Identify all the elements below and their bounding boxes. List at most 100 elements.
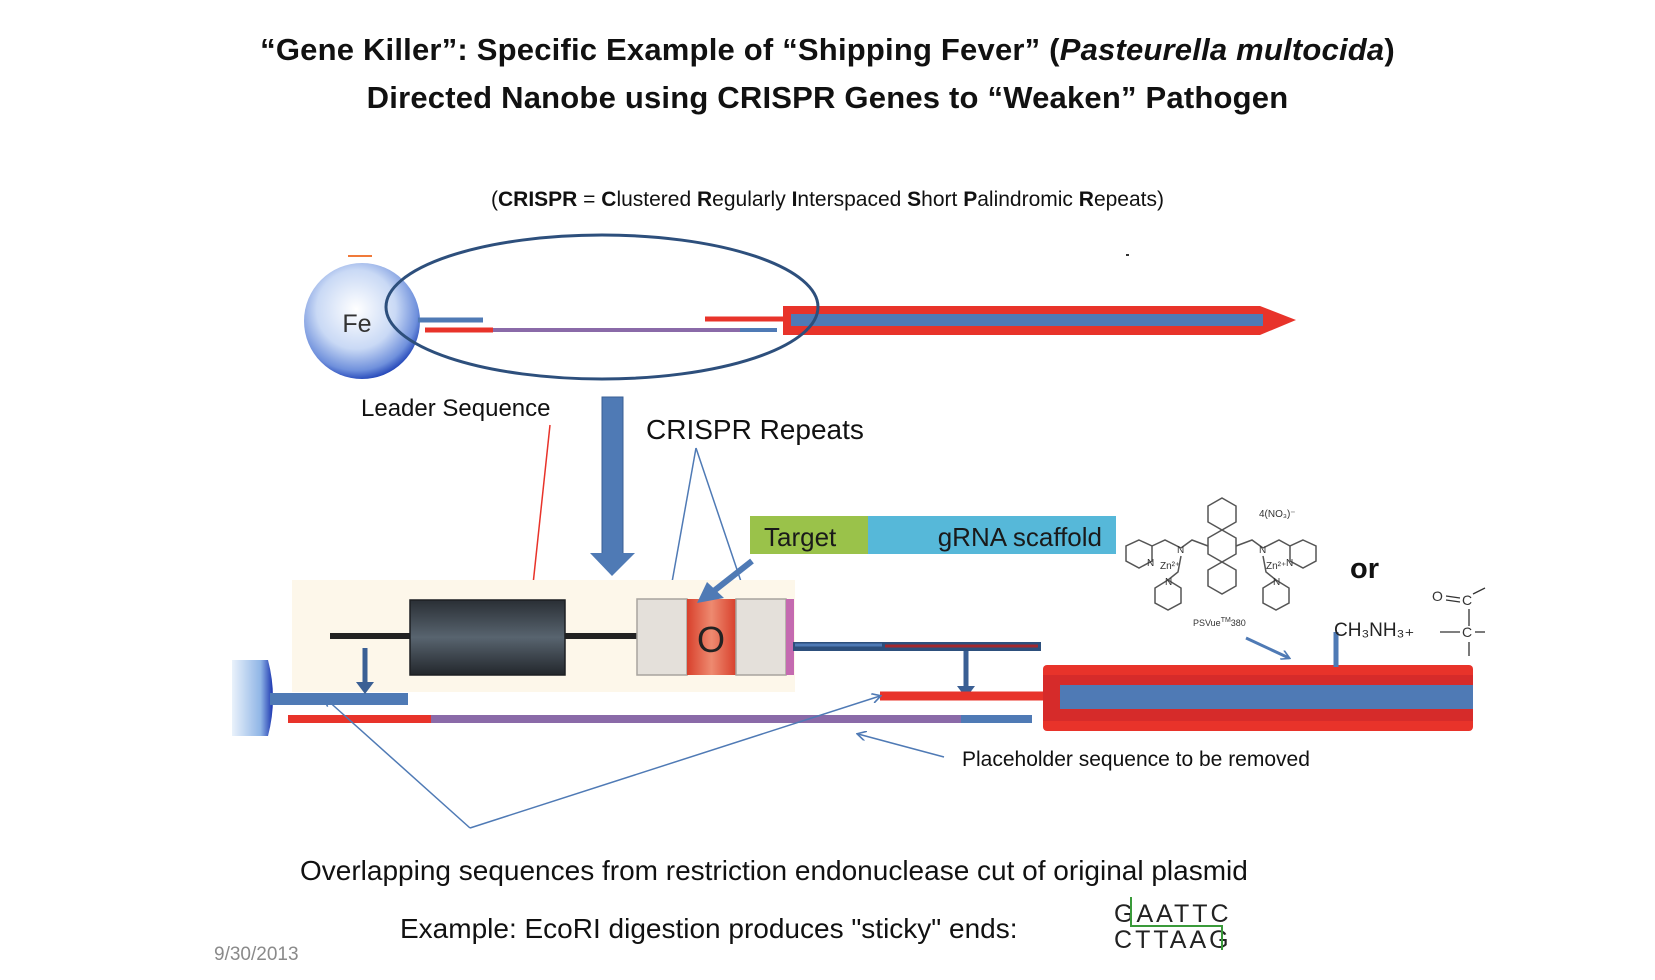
slide-title-line-1: “Gene Killer”: Specific Example of “Ship… — [0, 32, 1655, 68]
stray-dot — [1126, 254, 1129, 256]
word-rest: lustered — [616, 188, 697, 211]
bottom-rod-inner — [1060, 685, 1473, 709]
atom-o: O — [1432, 588, 1443, 604]
psvue-name-text: PSVue — [1193, 618, 1221, 628]
spacer-letter: O — [697, 619, 725, 660]
acronym-letter: S — [907, 188, 922, 211]
acronym-letter: CRISPR — [497, 188, 578, 211]
fe-label: Fe — [342, 310, 371, 338]
atom-n: N — [1165, 577, 1172, 588]
organism-name: Pasteurella multocida — [1059, 32, 1385, 67]
psvue-name: PSVueTM380 — [1193, 617, 1246, 628]
svg-text:PSVueTM380: PSVueTM380 — [1193, 617, 1246, 628]
overlap-pointer-left — [325, 698, 471, 829]
atom-zn: Zn²⁺ — [1160, 561, 1180, 572]
bottom-nanobe — [232, 632, 1473, 736]
base: A — [1170, 926, 1190, 954]
acronym-letter: C — [601, 188, 617, 211]
slide-date: 9/30/2013 — [214, 944, 299, 965]
acronym-letter: R — [697, 188, 713, 211]
placeholder-pointer — [858, 734, 945, 758]
psvue-atom-labels: N N N N N N Zn²⁺ Zn²⁺ 4(NO₃)⁻ — [1147, 509, 1296, 588]
cassette-end-cap — [786, 599, 794, 675]
title-text: “Gene Killer”: Specific Example of “Ship… — [260, 32, 1060, 67]
atom-n: N — [1147, 558, 1154, 569]
pyridine-left-lower — [1154, 579, 1182, 611]
title-close-paren: ) — [1384, 32, 1395, 67]
psvue-pointer — [1245, 636, 1289, 658]
pyridine-right-lower — [1262, 579, 1290, 611]
base: G — [1114, 900, 1136, 928]
atom-n: N — [1273, 577, 1280, 588]
crispr-definition: (CRISPR = Clustered Regularly Interspace… — [0, 188, 1655, 212]
anthracene-ring-middle — [1207, 529, 1237, 563]
target-grna-bar: Target gRNA scaffold — [750, 516, 1116, 554]
pyridine-right-upper — [1289, 539, 1317, 569]
linker-right — [1235, 539, 1264, 549]
acronym-letter: R — [1078, 188, 1094, 211]
carbonyl-fragment: O C C — [1432, 587, 1486, 656]
base: C — [1114, 926, 1135, 954]
spacer-box — [687, 599, 736, 675]
crispr-repeat-pointer-left — [669, 447, 697, 599]
amine-label: CH₃NH₃₊ — [1334, 620, 1414, 641]
base: A — [1156, 900, 1174, 928]
atom-zn: Zn²⁺ — [1266, 561, 1286, 572]
ecori-top-strand: GAATTC — [1114, 900, 1232, 928]
or-label: or — [1350, 553, 1379, 585]
acronym-letter: P — [963, 188, 978, 211]
crispr-repeat-box-right — [735, 598, 787, 676]
target-label: Target — [764, 522, 837, 552]
psvue-structure — [1125, 497, 1317, 611]
bottom-blue-stub — [270, 693, 408, 705]
counterion-label: 4(NO₃)⁻ — [1259, 509, 1296, 520]
base: T — [1192, 900, 1210, 928]
atom-c: C — [1462, 624, 1472, 640]
leader-cylinder — [409, 599, 566, 676]
atom-n: N — [1259, 545, 1266, 556]
base: A — [1189, 926, 1209, 954]
linker-left — [1180, 539, 1209, 549]
right-ch2 — [1262, 539, 1291, 549]
crispr-repeat-box-left — [636, 598, 688, 676]
base: T — [1174, 900, 1192, 928]
word-rest: = — [577, 188, 602, 211]
small-arrow-head-left — [356, 682, 374, 694]
top-nanobe: Fe — [304, 233, 1296, 381]
atom-c: C — [1462, 592, 1472, 608]
slide-title-line-2: Directed Nanobe using CRISPR Genes to “W… — [366, 80, 1289, 115]
anchor-sphere-edge — [232, 660, 273, 736]
acronym-letter: I — [791, 188, 798, 211]
overlapping-sequences-label: Overlapping sequences from restriction e… — [300, 855, 1248, 886]
crispr-repeats-label: CRISPR Repeats — [646, 414, 864, 445]
anthracene-ring-bottom — [1207, 561, 1237, 595]
ecori-sequence: GAATTC CTTAAG — [1114, 897, 1232, 954]
word-rest: epeats — [1093, 188, 1157, 211]
atom-n: N — [1177, 545, 1184, 556]
atom-n: N — [1286, 558, 1293, 569]
base: T — [1135, 926, 1153, 954]
left-ch2 — [1151, 539, 1182, 549]
target-block — [750, 516, 868, 554]
word-rest: alindromic — [977, 188, 1079, 211]
paren-close: ) — [1157, 188, 1164, 211]
ecori-bottom-strand: CTTAAG — [1114, 926, 1232, 954]
ecori-cut-line — [1130, 897, 1223, 950]
top-rod-inner — [791, 314, 1263, 326]
base: C — [1211, 900, 1232, 928]
big-down-arrow — [590, 396, 635, 576]
grna-scaffold-label: gRNA scaffold — [938, 522, 1102, 552]
pyridine-left-upper — [1125, 539, 1153, 569]
paren-open: ( — [490, 188, 498, 211]
placeholder-label: Placeholder sequence to be removed — [962, 748, 1310, 771]
right-ch2-down — [1262, 555, 1277, 581]
grna-scaffold-block — [868, 516, 1116, 554]
anthracene-ring-top — [1207, 497, 1237, 531]
psvue-number: 380 — [1231, 618, 1246, 628]
word-rest: nterspaced — [797, 188, 908, 211]
base: T — [1153, 926, 1169, 954]
target-to-spacer-arrow — [708, 558, 754, 597]
left-ch2-down — [1167, 555, 1182, 581]
highlight-ellipse — [384, 233, 820, 381]
